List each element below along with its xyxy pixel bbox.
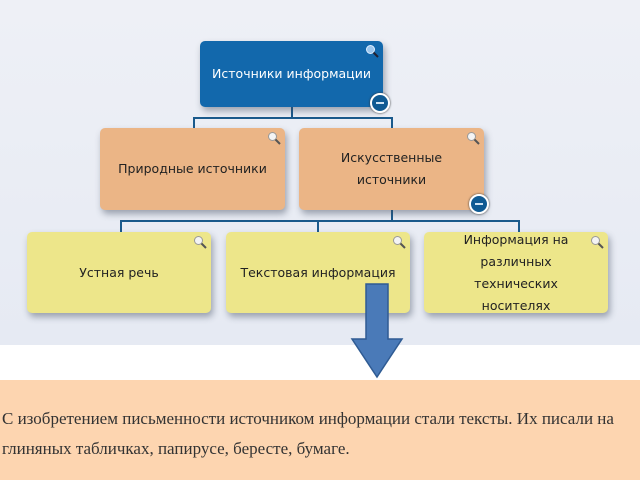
- collapse-icon[interactable]: [469, 194, 489, 214]
- magnifier-icon[interactable]: [267, 131, 281, 145]
- down-arrow-icon: [350, 283, 404, 379]
- node-technical-media[interactable]: Информация на различных технических носи…: [424, 232, 608, 313]
- org-chart: Источники информации Природные источники…: [0, 0, 640, 345]
- connector: [193, 117, 393, 119]
- node-label: Текстовая информация: [240, 264, 396, 280]
- node-label: Источники информации: [212, 66, 371, 81]
- node-natural-sources[interactable]: Природные источники: [100, 128, 285, 210]
- magnifier-icon[interactable]: [466, 131, 480, 145]
- node-label: Искусственные источники: [340, 150, 443, 187]
- magnifier-icon[interactable]: [590, 235, 604, 249]
- node-oral-speech[interactable]: Устная речь: [27, 232, 211, 313]
- connector: [317, 220, 319, 232]
- node-label: Информация на различных технических носи…: [463, 231, 569, 313]
- node-root[interactable]: Источники информации: [200, 41, 390, 113]
- magnifier-icon[interactable]: [193, 235, 207, 249]
- connector: [291, 107, 293, 118]
- node-label: Устная речь: [79, 264, 159, 280]
- connector: [120, 220, 520, 222]
- connector: [518, 220, 520, 232]
- connector: [391, 210, 393, 221]
- connector: [193, 117, 195, 128]
- node-label: Природные источники: [118, 161, 267, 176]
- connector: [391, 117, 393, 128]
- caption-text: С изобретением письменности источником и…: [2, 409, 614, 458]
- magnifier-icon[interactable]: [392, 235, 406, 249]
- caption-panel: С изобретением письменности источником и…: [0, 380, 640, 480]
- collapse-icon[interactable]: [370, 93, 390, 113]
- connector: [120, 220, 122, 232]
- node-artificial-sources[interactable]: Искусственные источники: [299, 128, 489, 214]
- magnifier-icon[interactable]: [365, 44, 379, 58]
